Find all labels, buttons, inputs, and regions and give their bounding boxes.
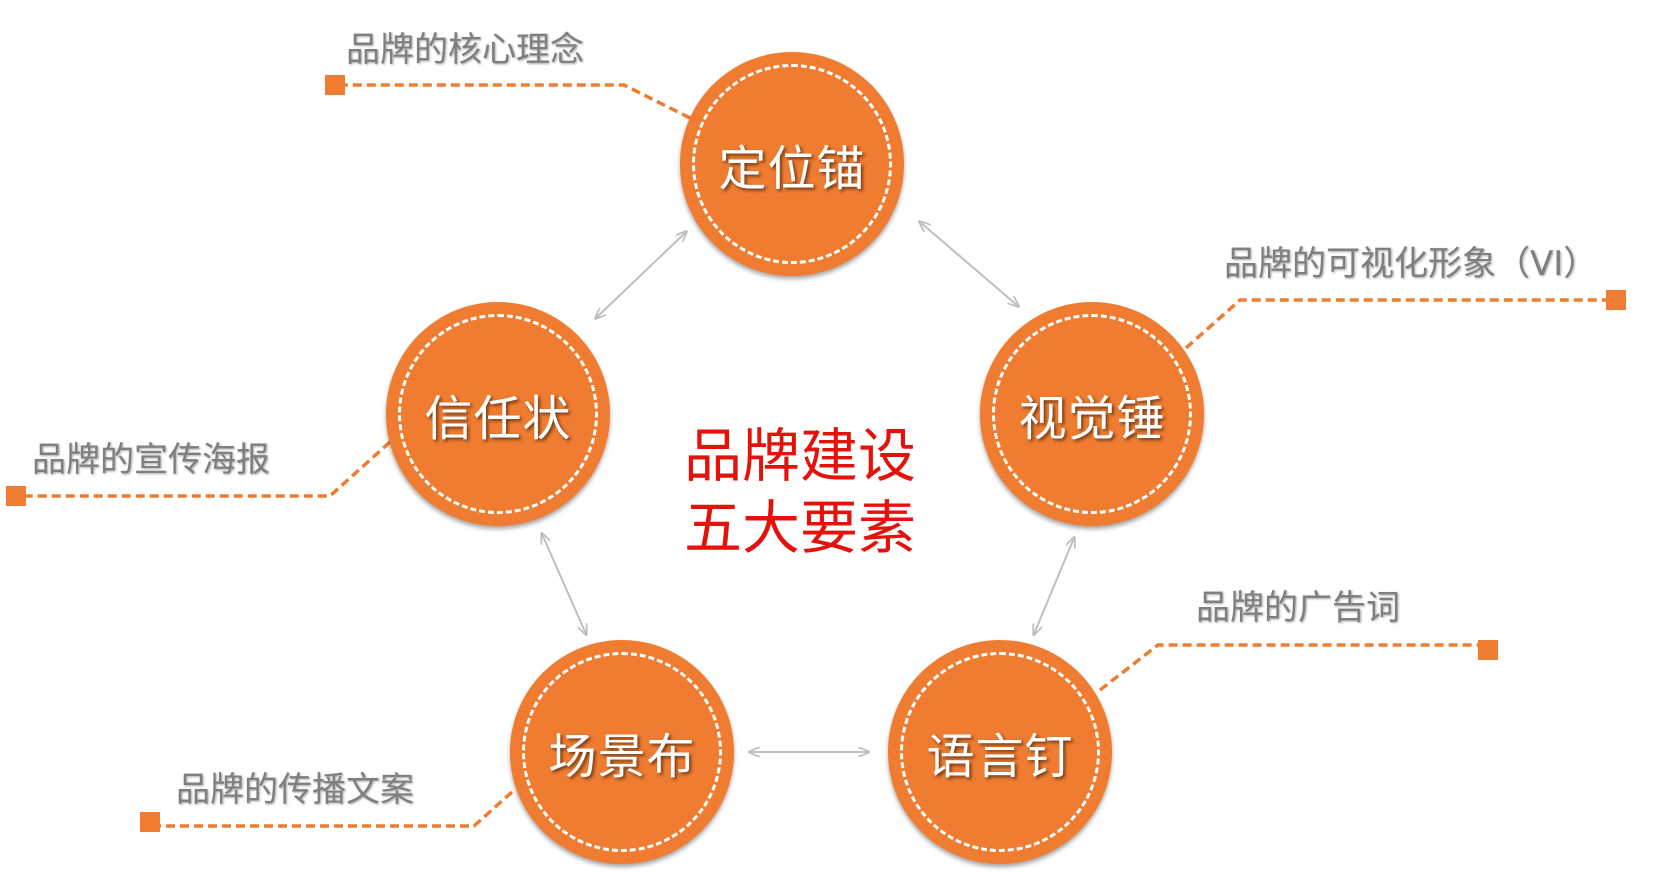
node-label-xinrenzhuang: 信任状 [424, 391, 572, 447]
leader-marker-xinrenzhuang [6, 486, 26, 506]
annotation-shijuechui: 品牌的可视化形象（VI） [1224, 244, 1598, 284]
annotation-dingweimao: 品牌的核心理念 [346, 30, 584, 70]
node-changjingbu: 场景布 [510, 640, 734, 864]
center-title: 品牌建设 五大要素 [660, 420, 940, 564]
annotation-changjingbu: 品牌的传播文案 [176, 770, 414, 810]
node-yuyanding: 语言钉 [888, 640, 1112, 864]
center-title-line1: 品牌建设 [683, 422, 916, 490]
leader-marker-changjingbu [140, 812, 160, 832]
annotation-xinrenzhuang: 品牌的宣传海报 [32, 440, 270, 480]
annotation-yuyanding: 品牌的广告词 [1196, 588, 1400, 628]
connector-shijuechui-yuyanding [1034, 538, 1074, 634]
center-title-line2: 五大要素 [683, 494, 916, 562]
leader-line-dingweimao [337, 83, 691, 120]
leader-line-yuyanding [1098, 643, 1486, 692]
connector-xinrenzhuang-changjingbu [542, 534, 586, 634]
leader-marker-shijuechui [1606, 290, 1626, 310]
node-label-shijuechui: 视觉锤 [1018, 391, 1166, 447]
node-label-yuyanding: 语言钉 [926, 729, 1074, 785]
leader-line-xinrenzhuang [20, 440, 392, 498]
node-shijuechui: 视觉锤 [980, 302, 1204, 526]
leader-marker-dingweimao [325, 75, 345, 95]
leader-marker-yuyanding [1478, 640, 1498, 660]
leader-line-changjingbu [148, 790, 514, 828]
connector-dingweimao-xinrenzhuang [596, 232, 686, 318]
node-xinrenzhuang: 信任状 [386, 302, 610, 526]
node-label-changjingbu: 场景布 [548, 729, 696, 785]
connector-dingweimao-shijuechui [920, 222, 1018, 306]
leader-line-shijuechui [1184, 298, 1616, 350]
node-dingweimao: 定位锚 [680, 52, 904, 276]
node-label-dingweimao: 定位锚 [718, 141, 866, 197]
